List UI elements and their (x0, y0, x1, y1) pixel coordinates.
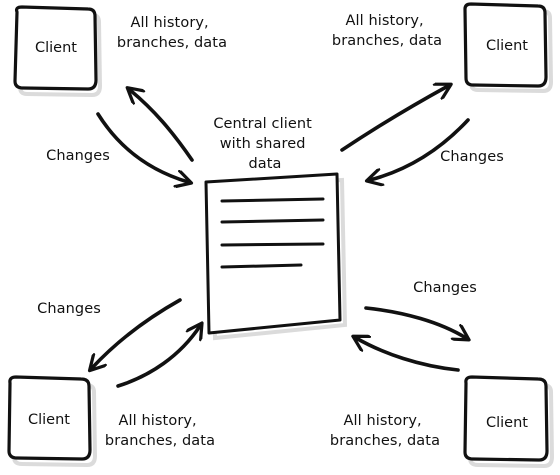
client-info-top-left: All history, branches, data (117, 15, 227, 51)
connection-top-left (96, 90, 194, 182)
client-box-top-right: Client (463, 2, 554, 94)
client-label: Client (486, 415, 528, 431)
info-line: All history, (119, 413, 197, 429)
connection-bottom-left (92, 298, 200, 388)
info-line: All history, (131, 15, 209, 31)
client-label: Client (28, 412, 70, 428)
client-box-bottom-left: Client (7, 375, 98, 468)
client-label: Client (486, 38, 528, 54)
connection-top-right (340, 86, 470, 180)
arrow-to-central (370, 118, 470, 180)
arrow-to-central (116, 326, 200, 388)
arrow-to-client (92, 298, 182, 368)
client-info-bottom-right: All history, branches, data (330, 413, 440, 449)
changes-label-bottom-left: Changes (37, 301, 101, 317)
arrow-to-central (96, 112, 188, 182)
arrow-to-client (130, 90, 194, 162)
client-box-bottom-right: Client (463, 375, 555, 469)
central-label-line: with shared (220, 136, 306, 152)
arrow-to-central (356, 338, 460, 372)
arrow-to-client (340, 86, 448, 152)
central-document (204, 172, 348, 341)
document-line (220, 218, 325, 224)
info-line: branches, data (105, 433, 215, 449)
central-label-line: data (248, 156, 281, 172)
connection-bottom-right (356, 306, 466, 372)
document-line (220, 197, 325, 203)
document-line (220, 263, 303, 269)
document-line (220, 242, 325, 247)
client-label: Client (35, 40, 77, 56)
changes-label-top-left: Changes (46, 148, 110, 164)
info-line: All history, (344, 413, 422, 429)
client-info-bottom-left: All history, branches, data (105, 413, 215, 449)
info-line: branches, data (332, 33, 442, 49)
central-client-label: Central client with shared data (213, 116, 316, 172)
client-info-top-right: All history, branches, data (332, 13, 442, 49)
arrow-to-client (364, 306, 466, 338)
info-line: All history, (346, 13, 424, 29)
info-line: branches, data (330, 433, 440, 449)
central-label-line: Central client (213, 116, 312, 132)
changes-label-top-right: Changes (440, 149, 504, 165)
client-box-top-left: Client (13, 5, 103, 98)
changes-label-bottom-right: Changes (413, 280, 477, 296)
info-line: branches, data (117, 35, 227, 51)
